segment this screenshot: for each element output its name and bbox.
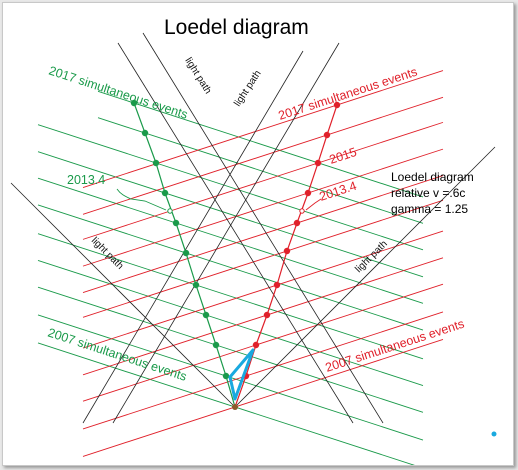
diagram-window: Loedel diagram light path light path lig… <box>2 2 514 466</box>
green-simultaneity-line <box>37 233 424 360</box>
green-event-dot <box>212 341 220 349</box>
red-event-dot <box>273 281 281 289</box>
green-2013-pointer <box>116 188 167 211</box>
hollow-events <box>167 208 305 214</box>
green-event-dot <box>152 159 160 167</box>
red-event-dot <box>293 219 301 227</box>
green-event-dot <box>172 219 180 227</box>
light-path-label-top-left: light path <box>182 56 213 96</box>
red-event-dot <box>283 247 291 255</box>
red-simultaneity-line <box>82 283 444 402</box>
green-simultaneity-line <box>37 342 415 465</box>
green-simultaneity-line <box>37 177 424 304</box>
loedel-diagram: Loedel diagram light path light path lig… <box>10 16 497 465</box>
red-simultaneity-line <box>82 70 444 188</box>
green-simultaneity-line <box>37 259 424 386</box>
green-2013-label: 2013.4 <box>67 173 105 187</box>
cyan-triangle-path <box>228 348 255 401</box>
red-simultaneity-line <box>82 121 444 240</box>
diagram-title: Loedel diagram <box>164 16 309 39</box>
red-simultaneity-line <box>82 311 444 430</box>
green-event-dot <box>182 249 190 257</box>
green-simultaneity-lines <box>37 90 424 465</box>
red-simultaneity-line <box>82 199 444 318</box>
light-path-line-6 <box>112 42 340 424</box>
green-simultaneity-line <box>37 151 424 278</box>
cyan-triangle <box>228 348 255 401</box>
red-event-dot <box>323 131 331 139</box>
green-event-dot <box>130 99 138 107</box>
green-2017-label: 2017 simultaneous events <box>47 64 189 122</box>
red-2017-label: 2017 simultaneous events <box>277 65 419 123</box>
red-2013-event <box>299 208 305 214</box>
red-2015-label: 2015 <box>328 145 359 167</box>
light-path-line-4 <box>142 32 384 424</box>
light-path-label-top-right: light path <box>232 69 263 109</box>
red-2013-pointer <box>305 198 322 211</box>
light-path-label-right: light path <box>353 239 389 275</box>
red-simultaneity-lines <box>82 70 444 457</box>
green-2007-label: 2007 simultaneous events <box>46 326 188 384</box>
red-simultaneity-line <box>82 230 444 349</box>
green-simultaneity-line <box>37 204 424 331</box>
light-path-line-3 <box>117 42 354 424</box>
red-simultaneity-line <box>82 96 444 215</box>
light-path-line-5 <box>82 50 304 424</box>
green-simultaneity-line <box>37 124 424 251</box>
green-simultaneity-line <box>97 90 424 198</box>
light-path-line-1 <box>10 182 236 408</box>
info-line-2: relative v =.6c <box>391 186 465 200</box>
red-event-dot <box>304 189 312 197</box>
light-path-lines <box>10 32 496 424</box>
green-event-dot <box>192 281 200 289</box>
green-event-dot <box>161 189 169 197</box>
green-2013-event <box>167 208 173 214</box>
red-events <box>242 101 341 380</box>
red-event-dot <box>314 159 322 167</box>
green-event-dot <box>141 129 149 137</box>
red-simultaneity-line <box>82 257 444 376</box>
red-event-dot <box>333 101 341 109</box>
green-simultaneity-line <box>97 117 424 224</box>
origin-event <box>232 404 238 410</box>
red-event-dot <box>263 311 271 319</box>
info-line-1: Loedel diagram <box>391 170 474 184</box>
red-2007-label: 2007 simultaneous events <box>324 317 466 375</box>
red-simultaneity-line <box>82 148 444 267</box>
light-path-line-2 <box>234 146 496 408</box>
green-simultaneity-line <box>37 286 424 413</box>
green-events <box>130 99 230 380</box>
blue-dot <box>491 431 497 437</box>
red-simultaneity-line <box>82 175 444 293</box>
green-event-dot <box>202 311 210 319</box>
red-event-dot <box>252 341 260 349</box>
red-simultaneity-line <box>82 338 444 457</box>
info-line-3: gamma = 1.25 <box>391 202 468 216</box>
green-event-dot <box>222 372 230 380</box>
